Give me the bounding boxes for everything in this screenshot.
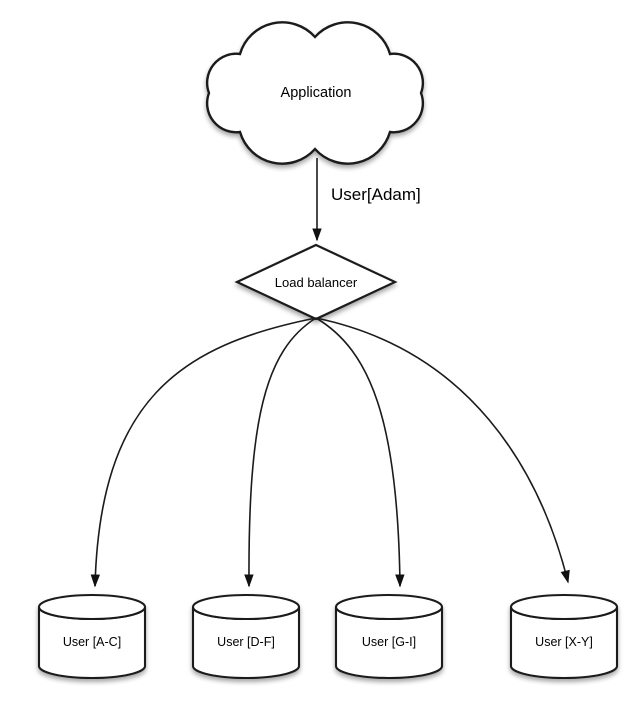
shard-node-4: User [X-Y] (509, 593, 619, 680)
edge-to-shard-1 (90, 317, 317, 588)
shard-label: User [X-Y] (535, 635, 593, 649)
application-label: Application (281, 85, 352, 101)
shard-node-2: User [D-F] (191, 593, 301, 680)
shard-node-1: User [A-C] (37, 593, 147, 680)
load-balancer-label: Load balancer (275, 275, 358, 290)
cylinder-top-rim (509, 593, 619, 621)
shard-node-3: User [G-I] (334, 593, 444, 680)
cylinder-top-rim (334, 593, 444, 621)
cloud-icon (205, 21, 425, 165)
shard-label: User [A-C] (63, 635, 121, 649)
request-edge-label: User[Adam] (331, 185, 421, 204)
application-cloud: Application (205, 21, 425, 165)
shard-label: User [G-I] (362, 635, 416, 649)
load-balancer-node: Load balancer (234, 243, 398, 321)
cylinder-top-rim (191, 593, 301, 621)
edge-to-shard-3 (315, 317, 405, 588)
diamond-icon (234, 243, 398, 321)
cylinder-top-rim (37, 593, 147, 621)
edge-to-shard-4 (315, 317, 570, 584)
edge-to-shard-2 (244, 317, 317, 588)
shard-label: User [D-F] (217, 635, 275, 649)
